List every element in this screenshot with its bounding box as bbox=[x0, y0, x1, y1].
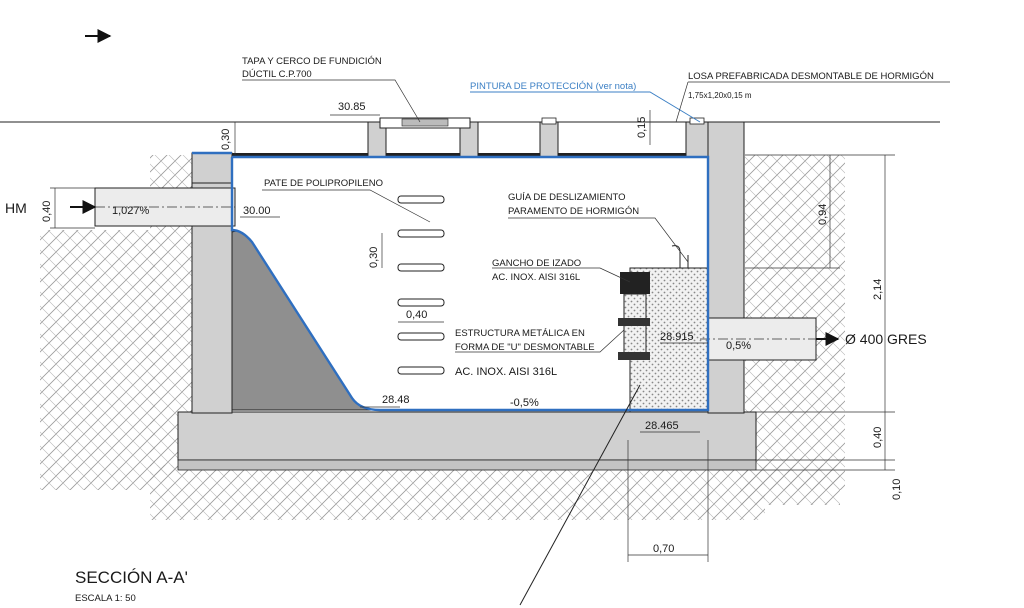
right-wall bbox=[707, 121, 745, 414]
leader-lines bbox=[242, 79, 950, 606]
label-guia-1: GUÍA DE DESLIZAMIENTO bbox=[508, 192, 626, 203]
label-losa-2: 1,75x1,20x0,15 m bbox=[688, 91, 752, 100]
dim-slope-in: 1,027% bbox=[112, 205, 150, 217]
label-guia-2: PARAMENTO DE HORMIGÓN bbox=[508, 206, 639, 217]
label-pate: PATE DE POLIPROPILENO bbox=[264, 178, 383, 189]
benching-slope bbox=[231, 230, 381, 411]
label-tapa-1: TAPA Y CERCO DE FUNDICIÓN bbox=[242, 56, 382, 67]
protection-paint-line bbox=[230, 155, 710, 412]
dimension-lines bbox=[50, 110, 895, 562]
base-slab bbox=[177, 411, 757, 471]
label-estructura-3: AC. INOX. AISI 316L bbox=[455, 366, 557, 378]
dim-cover-thick: 0,15 bbox=[636, 117, 648, 138]
label-gancho-2: AC. INOX. AISI 316L bbox=[492, 272, 580, 283]
outlet-pipe bbox=[700, 317, 840, 361]
dim-040: 0,40 bbox=[872, 427, 884, 448]
soil-hatch bbox=[40, 155, 845, 520]
top-slab bbox=[232, 117, 709, 158]
label-estructura-1: ESTRUCTURA METÁLICA EN bbox=[455, 328, 585, 339]
dim-slope-bottom: -0,5% bbox=[510, 397, 539, 409]
dim-070: 0,70 bbox=[653, 543, 674, 555]
dim-214: 2,14 bbox=[872, 279, 884, 300]
label-estructura-2: FORMA DE "U" DESMONTABLE bbox=[455, 342, 595, 353]
label-gres: Ø 400 GRES bbox=[845, 331, 927, 347]
label-losa-1: LOSA PREFABRICADA DESMONTABLE DE HORMIGÓ… bbox=[688, 71, 934, 82]
dim-094: 0,94 bbox=[817, 204, 829, 225]
u-structure-block bbox=[618, 267, 709, 413]
label-tapa-2: DÚCTIL C.P.700 bbox=[242, 69, 312, 80]
dim-010: 0,10 bbox=[891, 479, 903, 500]
dim-pipe-in: 0,40 bbox=[41, 201, 53, 222]
dim-slab-thick: 0,30 bbox=[220, 129, 232, 150]
dim-step-spacing: 0,30 bbox=[368, 247, 380, 268]
dim-level-bottom: 28.48 bbox=[382, 394, 410, 406]
dim-level-top: 30.85 bbox=[338, 101, 366, 113]
label-hm: HM bbox=[5, 200, 27, 216]
dim-level-outlet: 28.915 bbox=[660, 331, 694, 343]
dim-level-in: 30.00 bbox=[243, 205, 271, 217]
inlet-pipe bbox=[70, 187, 236, 227]
ladder-rungs bbox=[397, 195, 445, 375]
section-title: SECCIÓN A-A' bbox=[75, 568, 188, 587]
dim-step-width: 0,40 bbox=[406, 309, 427, 321]
label-pintura: PINTURA DE PROTECCIÓN (ver nota) bbox=[470, 81, 636, 92]
section-scale: ESCALA 1: 50 bbox=[75, 593, 136, 604]
dim-slope-out: 0,5% bbox=[726, 340, 751, 352]
hook-icon bbox=[671, 245, 689, 268]
dim-level-base: 28.465 bbox=[645, 420, 679, 432]
label-gancho-1: GANCHO DE IZADO bbox=[492, 258, 581, 269]
